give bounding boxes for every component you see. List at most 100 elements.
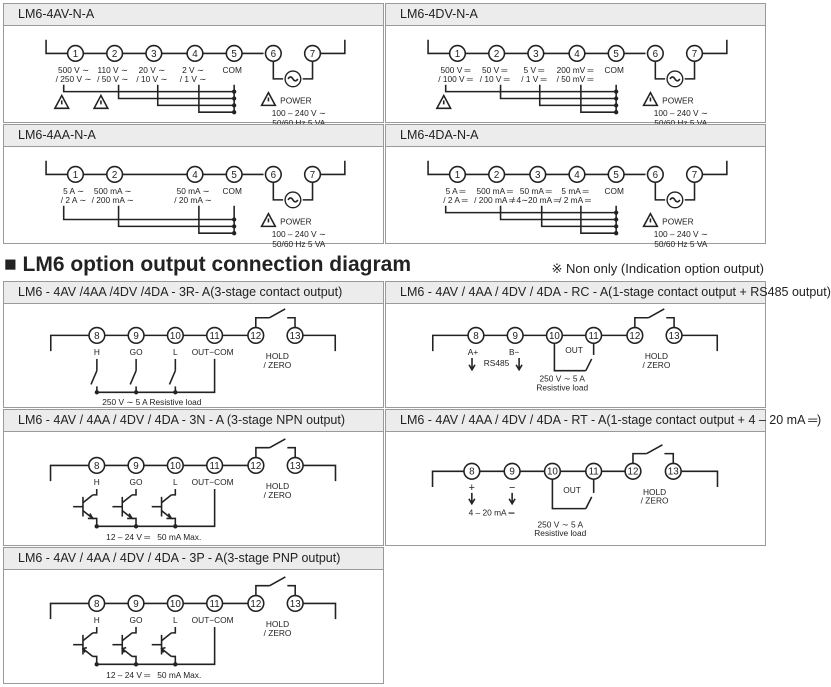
- junction-dot: [613, 210, 619, 215]
- power-spec: 100 – 240 V ∼: [654, 108, 708, 118]
- transistor-icon: [161, 632, 172, 642]
- terminal-number: 9: [133, 599, 138, 610]
- output-label: GO: [130, 347, 143, 357]
- panel-title: LM6-4DV-N-A: [386, 4, 765, 26]
- input-range-label: 5 A ═: [446, 186, 466, 196]
- hold-label: / ZERO: [641, 496, 669, 506]
- terminal-circle: [286, 456, 304, 475]
- terminal-number: 9: [133, 461, 138, 472]
- power-spec: 100 – 240 V ∼: [654, 229, 708, 239]
- terminal-number: 12: [250, 599, 261, 610]
- terminal-number: 2: [494, 170, 499, 181]
- terminal-7: 7: [303, 165, 322, 184]
- terminal-circle: [529, 165, 547, 184]
- output-label: +: [469, 482, 475, 494]
- panel-rt: LM6 - 4AV / 4AA / 4DV / 4DA - RT - A(1-s…: [385, 409, 821, 546]
- output-rating-note: 250 V ∼ 5 A: [538, 519, 584, 529]
- transistor-icon: [82, 647, 94, 658]
- hold-label: HOLD: [266, 619, 289, 629]
- terminal-circle: [568, 44, 586, 63]
- wire: [96, 626, 216, 666]
- terminal-number: 5: [231, 170, 237, 181]
- wire: [198, 205, 235, 234]
- terminal-circle: [106, 165, 124, 184]
- terminal-number: 13: [669, 331, 680, 342]
- output-label: RS485: [484, 358, 510, 368]
- transistor-icon: [82, 494, 94, 504]
- power-spec: 50/60 Hz 5 VA: [654, 118, 707, 128]
- terminal-13: 13: [286, 594, 304, 613]
- terminal-number: 5: [613, 170, 619, 181]
- arrow-icon: [468, 357, 476, 372]
- terminal-11: 11: [205, 594, 224, 613]
- terminal-11: 11: [585, 462, 603, 480]
- terminal-circle: [166, 326, 184, 345]
- input-range-label: 5 V ═: [524, 65, 545, 75]
- terminal-circle: [448, 165, 467, 184]
- terminal-8: 8: [88, 326, 106, 345]
- warning-icon: [642, 211, 659, 228]
- hold-switch: [255, 316, 270, 328]
- output-rating-note: 250 V ∼ 5 A: [540, 373, 586, 383]
- power-spec: 50/60 Hz 5 VA: [654, 239, 707, 249]
- terminal-number: 7: [310, 49, 315, 60]
- junction-dot: [231, 231, 237, 236]
- hold-switch: [287, 316, 296, 328]
- terminal-number: 13: [290, 331, 301, 342]
- terminal-number: 12: [250, 331, 261, 342]
- wire: [684, 182, 696, 201]
- input-range-label: 2 V ∼: [182, 65, 204, 75]
- wire: [45, 160, 68, 176]
- input-range-label: / 250 V ∼: [56, 74, 92, 84]
- input-range-label: 110 V ∼: [97, 65, 127, 75]
- terminal-number: 8: [94, 599, 100, 610]
- terminal-5: 5: [607, 44, 625, 63]
- junction-dot: [231, 224, 237, 229]
- terminal-number: 1: [455, 170, 460, 181]
- warning-icon: [435, 93, 452, 110]
- terminal-4: 4: [568, 44, 586, 63]
- hold-switch: [666, 316, 675, 328]
- input-range-label: COM: [604, 65, 623, 75]
- terminal-5: 5: [225, 165, 243, 184]
- terminal-number: 11: [589, 467, 599, 478]
- output-rating-note: Resistive load: [534, 528, 586, 538]
- terminal-circle: [205, 594, 224, 613]
- wire: [320, 39, 346, 55]
- wire: [444, 84, 617, 93]
- terminal-circle: [205, 456, 224, 475]
- output-label: L: [173, 477, 178, 487]
- terminal-6: 6: [264, 44, 282, 63]
- power-label: POWER: [662, 216, 693, 226]
- terminal-number: 2: [494, 49, 499, 60]
- terminal-number: 12: [250, 461, 261, 472]
- hold-label: HOLD: [643, 487, 666, 497]
- output-label: −: [509, 482, 515, 494]
- terminal-5: 5: [225, 44, 243, 63]
- ac-wave-icon: [669, 197, 681, 203]
- wire: [117, 84, 235, 100]
- output-rating-note: 12 – 24 V ═: [106, 532, 150, 542]
- terminal-11: 11: [205, 456, 224, 475]
- input-range-label: / 2 A ∼: [61, 195, 86, 205]
- terminal-number: 8: [469, 467, 475, 478]
- terminal-number: 11: [210, 461, 220, 472]
- wire: [171, 488, 177, 496]
- ac-wave-icon: [287, 76, 299, 82]
- wire: [92, 655, 98, 665]
- panel-title: LM6 - 4AV /4AA /4DV /4DA - 3R- A(3-stage…: [4, 282, 383, 304]
- terminal-1: 1: [66, 165, 85, 184]
- terminal-10: 10: [545, 326, 564, 345]
- transistor-icon: [121, 632, 133, 642]
- terminal-13: 13: [286, 456, 304, 475]
